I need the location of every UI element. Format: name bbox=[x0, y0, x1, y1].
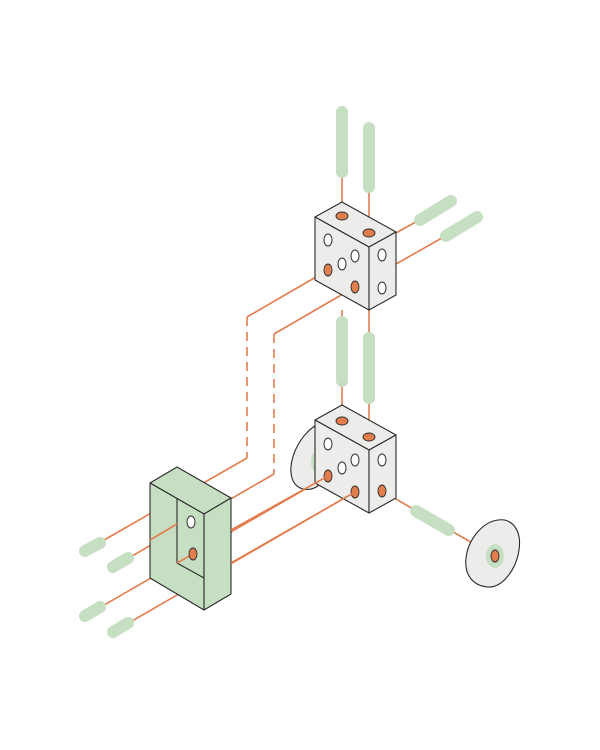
disc-right bbox=[465, 519, 521, 588]
pin-left-2 bbox=[107, 552, 134, 573]
pin-left-4 bbox=[107, 617, 134, 638]
pin-disc bbox=[410, 505, 455, 536]
pin-right-1 bbox=[414, 195, 457, 226]
disc-behind-cube bbox=[290, 423, 319, 491]
cube-bottom bbox=[314, 404, 397, 514]
pin-left-3 bbox=[79, 601, 106, 622]
pin-right-2 bbox=[440, 211, 483, 242]
pin-left-1 bbox=[79, 537, 106, 557]
green-block bbox=[149, 466, 356, 611]
cube-top bbox=[314, 201, 397, 311]
pins bbox=[79, 106, 483, 638]
